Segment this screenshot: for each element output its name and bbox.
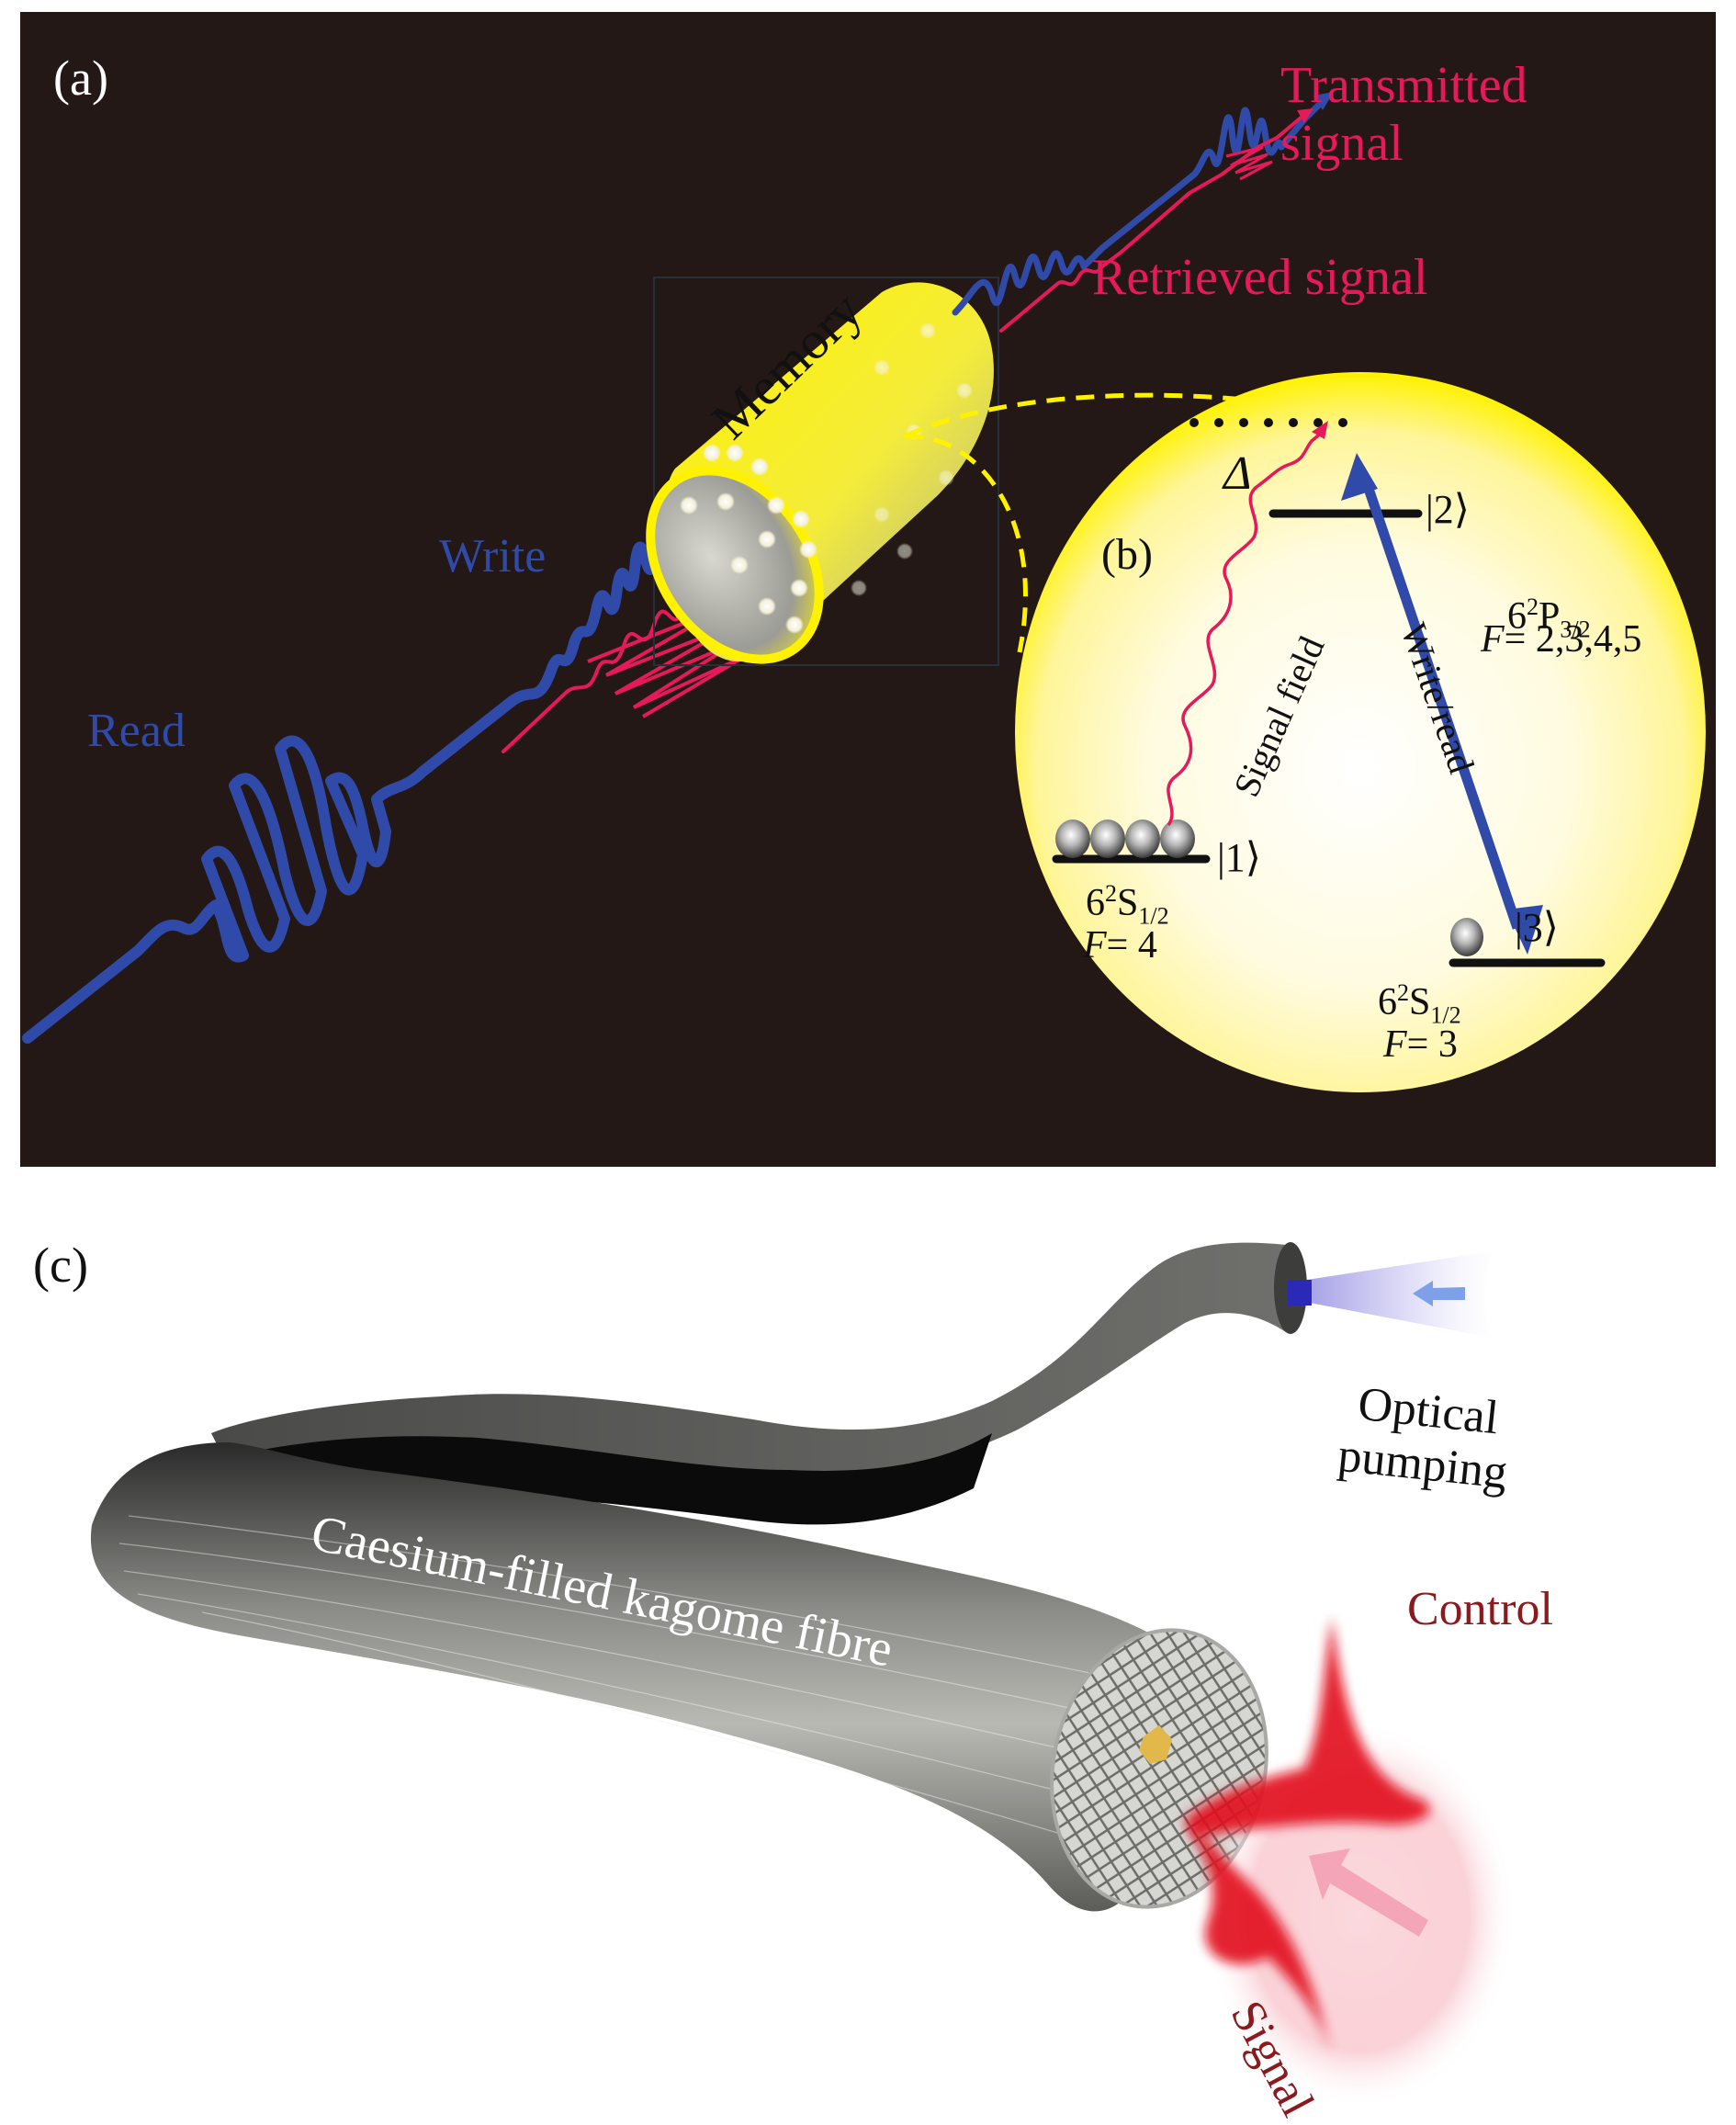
panel-b-label: (b) (1101, 530, 1153, 579)
memory-cylinder (646, 282, 994, 664)
ground-level-1-term: 62S1/2 (1086, 881, 1169, 927)
write-read-arrow-shaft (1359, 476, 1523, 930)
optical-pump-beam-end (1484, 1251, 1510, 1339)
excited-term: P (1539, 595, 1561, 638)
excited-level-f: F= 2,3,4,5 (1481, 620, 1641, 659)
optical-pumping-label: Optical pumping (1336, 1376, 1516, 1500)
ground3-term: S (1409, 981, 1431, 1023)
ground-level-1-f: F= 4 (1083, 926, 1157, 965)
read-label: Read (87, 705, 186, 757)
fibre-shadow-band (230, 1433, 992, 1525)
virtual-level-dotted-line (1189, 418, 1347, 427)
signal-direction-arrow (1309, 1848, 1428, 1937)
pump-entry-spot (1288, 1280, 1312, 1306)
memory-frame (653, 277, 999, 666)
fibre-upper-strand (211, 1242, 1286, 1475)
transmitted-signal-label: Transmitted signal (1280, 57, 1527, 172)
ground3-n: 6 (1378, 981, 1397, 1023)
excited-n: 6 (1507, 595, 1527, 638)
excited-level-term: 62P3/2 (1507, 594, 1591, 640)
atom-level-3 (1450, 918, 1483, 956)
ground3-f-values: = 3 (1406, 1023, 1458, 1066)
zoom-connector-top (903, 392, 1287, 439)
transmitted-blue-arrowhead (1313, 92, 1334, 110)
transmitted-signal-zigzag (1225, 145, 1273, 181)
write-read-arrowhead-down (1506, 905, 1543, 955)
write-read-arrowhead-up (1341, 453, 1378, 501)
read-write-pulse-wave (22, 509, 704, 1044)
ground1-f-values: = 4 (1106, 924, 1157, 966)
excited-sup: 2 (1527, 593, 1539, 620)
retrieved-signal-wave (999, 113, 1306, 333)
write-label: Write (439, 530, 547, 582)
transmitted-red-arrowhead (1297, 108, 1313, 123)
ground1-term: S (1117, 882, 1139, 924)
fibre-lower-strand (90, 1442, 1186, 1912)
ground1-f-symbol: F (1083, 924, 1107, 966)
control-pulse (1185, 1617, 1430, 1837)
detuning-label: Δ (1223, 447, 1252, 500)
state-1-label: |1⟩ (1217, 835, 1261, 880)
panel-c-label: (c) (33, 1238, 88, 1293)
ground3-f-symbol: F (1383, 1023, 1407, 1066)
signal-zigzag-wave (587, 605, 746, 718)
signal-field-arrowhead (1312, 421, 1328, 439)
ground1-sup: 2 (1105, 880, 1118, 907)
atoms-level-1 (1055, 819, 1195, 858)
state-2-label: |2⟩ (1426, 487, 1470, 532)
state-3-label: |3⟩ (1515, 905, 1559, 950)
excited-f-values: = 2,3,4,5 (1504, 618, 1642, 661)
ground1-n: 6 (1086, 882, 1105, 924)
pump-direction-arrow (1413, 1281, 1465, 1306)
excited-f-symbol: F (1481, 618, 1505, 661)
ground-level-3-f: F= 3 (1383, 1025, 1458, 1064)
signal-field-wavy-arrow (1167, 430, 1325, 827)
transmitted-signal-label-line2: signal (1280, 114, 1403, 172)
fibre-striations (118, 1515, 1131, 1843)
ground-level-3-term: 62S1/2 (1378, 980, 1461, 1026)
retrieved-signal-label: Retrieved signal (1092, 249, 1428, 306)
optical-pump-beam (1295, 1251, 1502, 1339)
retrieved-pulse-wave (952, 97, 1326, 316)
ground3-sup: 2 (1397, 979, 1410, 1006)
ground3-sub: 1/2 (1430, 1001, 1461, 1029)
fibre-core-gold (1139, 1725, 1172, 1764)
control-label: Control (1407, 1583, 1553, 1635)
signal-pulse (1185, 1819, 1332, 2058)
transmitted-signal-label-line1: Transmitted (1280, 57, 1527, 114)
excited-sub: 3/2 (1560, 616, 1591, 643)
ground1-sub: 1/2 (1138, 902, 1169, 930)
panel-a-label: (a) (53, 51, 108, 106)
